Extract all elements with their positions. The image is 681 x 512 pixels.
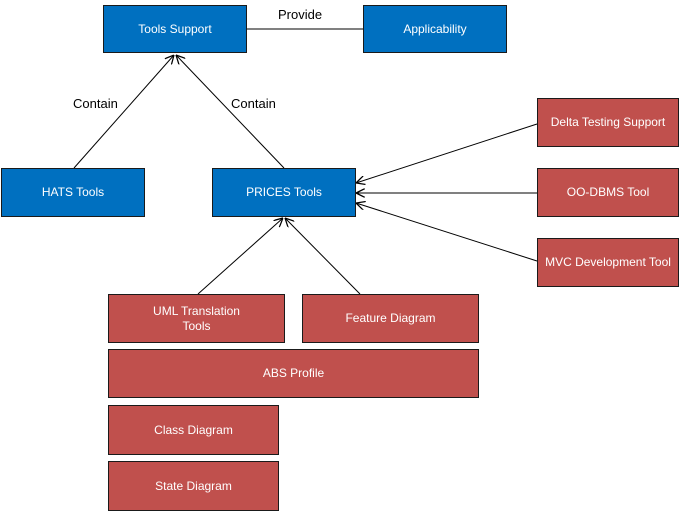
node-feature-diagram[interactable]: Feature Diagram	[302, 294, 479, 343]
edge-feature-to-prices	[285, 218, 361, 295]
node-oo-dbms-tool[interactable]: OO-DBMS Tool	[537, 168, 679, 217]
edge-mvc-to-prices	[356, 203, 538, 262]
edge-label-contain-hats: Contain	[73, 96, 118, 111]
edge-label-provide: Provide	[278, 7, 323, 22]
edge-uml-to-prices	[197, 218, 283, 295]
node-mvc-development-tool[interactable]: MVC Development Tool	[537, 238, 679, 287]
edge-label-contain-prices: Contain	[231, 96, 276, 111]
node-tools-support[interactable]: Tools Support	[103, 5, 247, 53]
node-applicability[interactable]: Applicability	[363, 5, 507, 53]
node-prices-tools[interactable]: PRICES Tools	[212, 168, 356, 217]
edge-prices-to-tools-support	[176, 55, 285, 169]
node-hats-tools[interactable]: HATS Tools	[1, 168, 145, 217]
node-class-diagram[interactable]: Class Diagram	[108, 405, 279, 455]
node-uml-translation-tools[interactable]: UML Translation Tools	[108, 294, 285, 343]
node-abs-profile[interactable]: ABS Profile	[108, 349, 479, 398]
node-state-diagram[interactable]: State Diagram	[108, 461, 279, 511]
edge-hats-to-tools-support	[73, 55, 174, 169]
node-delta-testing-support[interactable]: Delta Testing Support	[537, 98, 679, 147]
edge-delta-to-prices	[356, 123, 538, 183]
